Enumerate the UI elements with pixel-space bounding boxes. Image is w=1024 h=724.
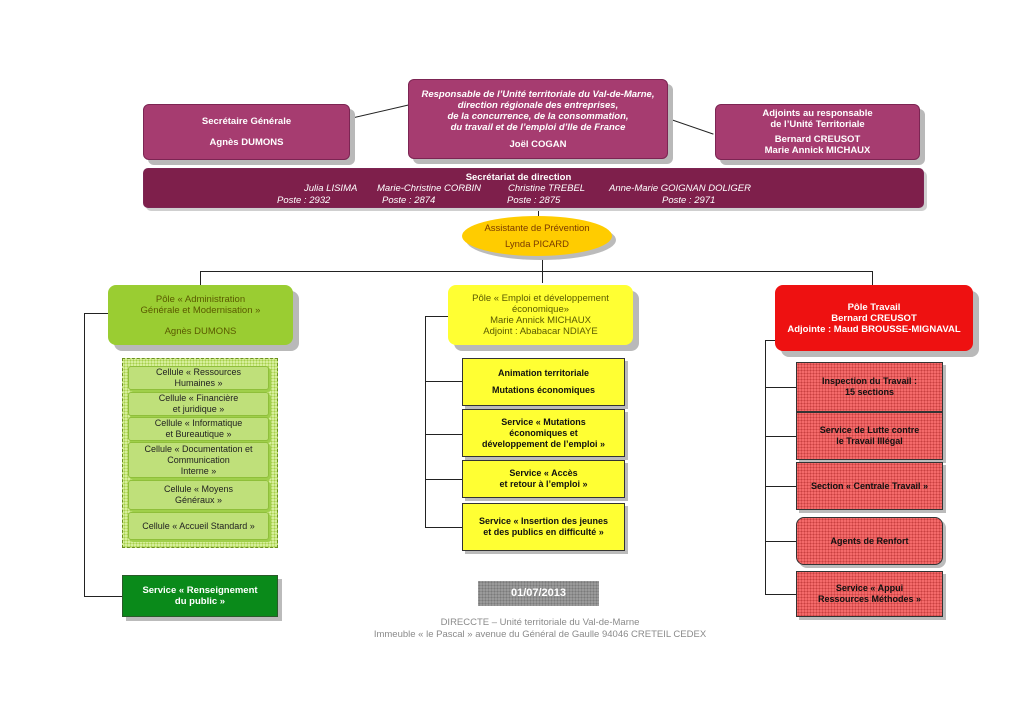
- secretaire-generale-box: Secrétaire Générale Agnès DUMONS: [143, 104, 350, 160]
- connector: [765, 594, 796, 595]
- connector: [765, 340, 766, 594]
- adjoints-names: Bernard CREUSOT Marie Annick MICHAUX: [764, 134, 871, 156]
- agents-de-renfort: Agents de Renfort: [796, 517, 943, 565]
- service-animation-territoriale: Animation territoriale Mutations économi…: [462, 358, 625, 406]
- secretaire-name: Agnès DUMONS: [209, 137, 284, 148]
- secretariat-member-name: Anne-Marie GOIGNAN DOLIGER: [609, 182, 752, 194]
- connector: [872, 271, 873, 285]
- prevention-name: Lynda PICARD: [504, 238, 570, 250]
- pole-emploi-title: Pôle « Emploi et développement économiqu…: [472, 293, 609, 315]
- service-inspection-travail: Inspection du Travail : 15 sections: [796, 362, 943, 412]
- responsable-name: Joël COGAN: [509, 138, 567, 150]
- cellule-item: Cellule « Documentation et Communication…: [128, 442, 269, 478]
- service-mutations-economiques: Service « Mutations économiques et dével…: [462, 409, 625, 457]
- secretariat-member-poste: Poste : 2932: [277, 194, 331, 206]
- connector: [765, 387, 796, 388]
- connector: [765, 486, 796, 487]
- secretariat-member-name: Marie-Christine CORBIN: [377, 182, 481, 194]
- adjoints-title: Adjoints au responsable de l’Unité Terri…: [762, 108, 873, 130]
- connector: [84, 596, 122, 597]
- service-acces-retour-emploi: Service « Accès et retour à l’emploi »: [462, 460, 625, 498]
- section-centrale-travail: Section « Centrale Travail »: [796, 462, 943, 510]
- pole-administration: Pôle « Administration Générale et Modern…: [108, 285, 293, 345]
- secretariat-title: Secrétariat de direction: [465, 171, 572, 183]
- cellule-item: Cellule « Financière et juridique »: [128, 392, 269, 416]
- pole-emploi: Pôle « Emploi et développement économiqu…: [448, 285, 633, 345]
- cellule-item: Cellule « Ressources Humaines »: [128, 366, 269, 390]
- connector: [667, 118, 714, 135]
- secretariat-member-poste: Poste : 2875: [507, 194, 561, 206]
- secretariat-member-name: Julia LISIMA: [304, 182, 358, 194]
- connector: [765, 436, 796, 437]
- secretaire-title: Secrétaire Générale: [201, 116, 292, 127]
- footer: DIRECCTE – Unité territoriale du Val-de-…: [330, 617, 750, 641]
- pole-travail-adjoint: Adjointe : Maud BROUSSE-MIGNAVAL: [787, 323, 961, 335]
- service-insertion-jeunes: Service « Insertion des jeunes et des pu…: [462, 503, 625, 551]
- service-appui-ressources: Service « Appui Ressources Méthodes »: [796, 571, 943, 617]
- connector: [425, 381, 462, 382]
- connector: [538, 208, 539, 222]
- connector: [425, 479, 462, 480]
- responsable-text: Responsable de l’Unité territoriale du V…: [421, 88, 655, 133]
- connector: [542, 271, 543, 283]
- connector: [200, 271, 873, 272]
- pole-travail: Pôle Travail Bernard CREUSOT Adjointe : …: [775, 285, 973, 351]
- footer-line2: Immeuble « le Pascal » avenue du Général…: [373, 629, 707, 640]
- pole-admin-name: Agnès DUMONS: [164, 325, 237, 337]
- pole-travail-title: Pôle Travail: [847, 301, 901, 313]
- adjoints-box: Adjoints au responsable de l’Unité Terri…: [715, 104, 920, 160]
- connector: [425, 434, 462, 435]
- service-lutte-travail-illegal: Service de Lutte contre le Travail Illég…: [796, 412, 943, 460]
- connector: [200, 271, 201, 285]
- connector: [765, 541, 796, 542]
- connector: [349, 104, 409, 119]
- cellule-item: Cellule « Accueil Standard »: [128, 512, 269, 540]
- date-label: 01/07/2013: [478, 581, 599, 606]
- connector: [765, 340, 775, 341]
- pole-travail-name: Bernard CREUSOT: [831, 312, 917, 324]
- responsable-box: Responsable de l’Unité territoriale du V…: [408, 79, 668, 159]
- prevention-ellipse: Assistante de Prévention Lynda PICARD: [462, 216, 612, 256]
- pole-emploi-adjoint: Adjoint : Ababacar NDIAYE: [483, 326, 598, 337]
- service-renseignement: Service « Renseignement du public »: [122, 575, 278, 617]
- pole-admin-title: Pôle « Administration Générale et Modern…: [140, 293, 261, 316]
- secretariat-member-poste: Poste : 2874: [382, 194, 436, 206]
- connector: [84, 313, 85, 596]
- secretariat-member-name: Christine TREBEL: [508, 182, 586, 194]
- connector: [542, 252, 543, 272]
- connector: [425, 316, 448, 317]
- connector: [425, 527, 462, 528]
- pole-emploi-name: Marie Annick MICHAUX: [490, 315, 591, 326]
- secretariat-member-poste: Poste : 2971: [662, 194, 716, 206]
- secretariat-box: Secrétariat de direction Julia LISIMA Ma…: [143, 168, 924, 208]
- footer-line1: DIRECCTE – Unité territoriale du Val-de-…: [440, 617, 640, 628]
- cellule-item: Cellule « Moyens Généraux »: [128, 480, 269, 510]
- connector: [425, 316, 426, 527]
- cellule-item: Cellule « Informatique et Bureautique »: [128, 417, 269, 441]
- prevention-title: Assistante de Prévention: [484, 222, 590, 234]
- connector: [84, 313, 108, 314]
